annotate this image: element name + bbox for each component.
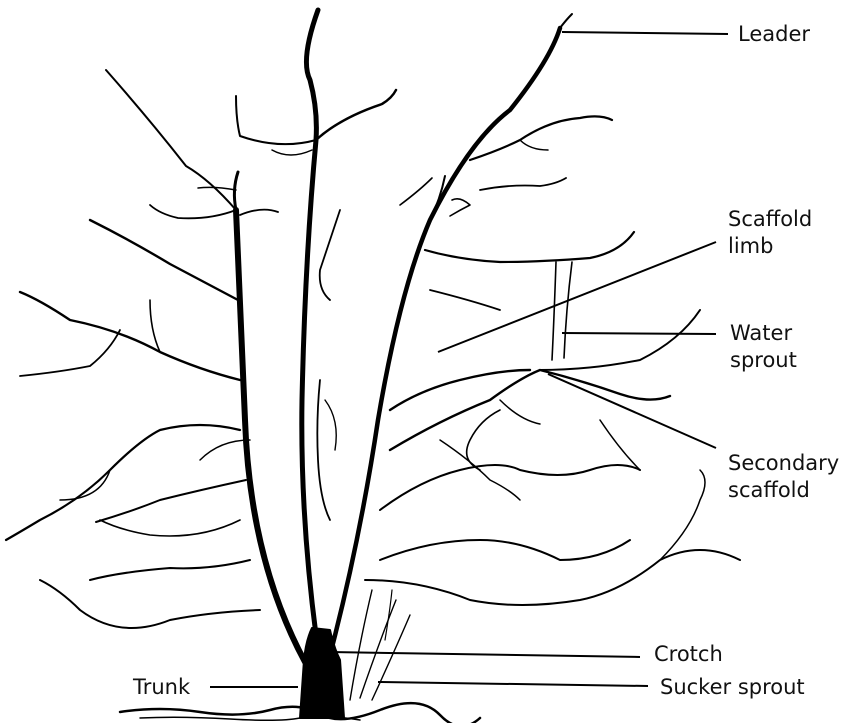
- leader-lines: [210, 32, 728, 687]
- trunk-shape: [300, 628, 344, 718]
- label-leader: Leader: [738, 21, 810, 48]
- label-trunk: Trunk: [133, 674, 190, 701]
- tree-illustration: [6, 10, 740, 723]
- water-sprout-callout-line: [562, 333, 716, 334]
- label-secondary-scaffold: Secondary scaffold: [728, 450, 839, 504]
- label-sucker-sprout: Sucker sprout: [660, 674, 805, 701]
- crotch-callout-line: [330, 652, 640, 657]
- label-water-sprout: Water sprout: [730, 320, 797, 374]
- leader-callout-line: [562, 32, 728, 34]
- secondary-scaffold-callout-line: [548, 374, 716, 448]
- water-sprout-shoot: [552, 262, 556, 360]
- sucker-sprout-callout-line: [378, 682, 648, 686]
- right-leader: [330, 28, 560, 655]
- label-crotch: Crotch: [654, 641, 723, 668]
- central-leader: [302, 10, 318, 650]
- label-scaffold-limb: Scaffold limb: [728, 206, 812, 260]
- scaffold-limb-branch: [425, 232, 634, 262]
- left-main-limb: [236, 210, 305, 662]
- sucker-sprout-shoot: [350, 590, 372, 700]
